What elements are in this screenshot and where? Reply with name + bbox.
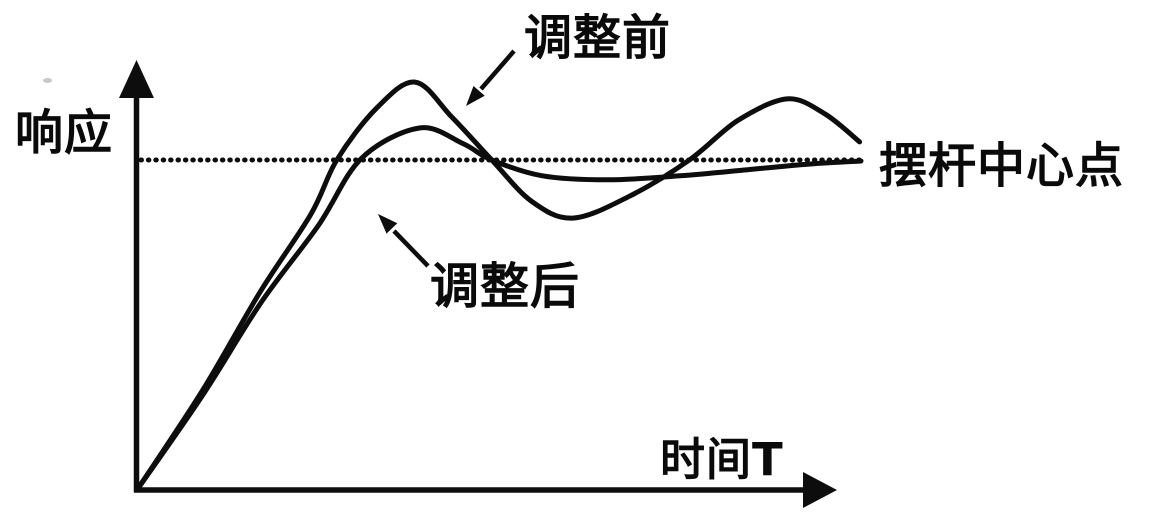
curve-after-adjustment [134, 125, 864, 493]
before-annotation-arrow [466, 49, 516, 106]
x-axis-label: 时间T [660, 433, 784, 486]
x-axis-arrowhead [803, 472, 837, 508]
reference-line-label: 摆杆中心点 [879, 138, 1125, 194]
series-label-before: 调整前 [524, 10, 672, 66]
y-axis-arrowhead [119, 60, 154, 98]
after-annotation-arrow [378, 214, 430, 268]
series-label-after: 调整后 [430, 258, 581, 315]
curve-before-adjustment [134, 79, 863, 493]
y-axis-label: 响应 [15, 105, 114, 161]
scan-artifact-dot [43, 78, 52, 83]
